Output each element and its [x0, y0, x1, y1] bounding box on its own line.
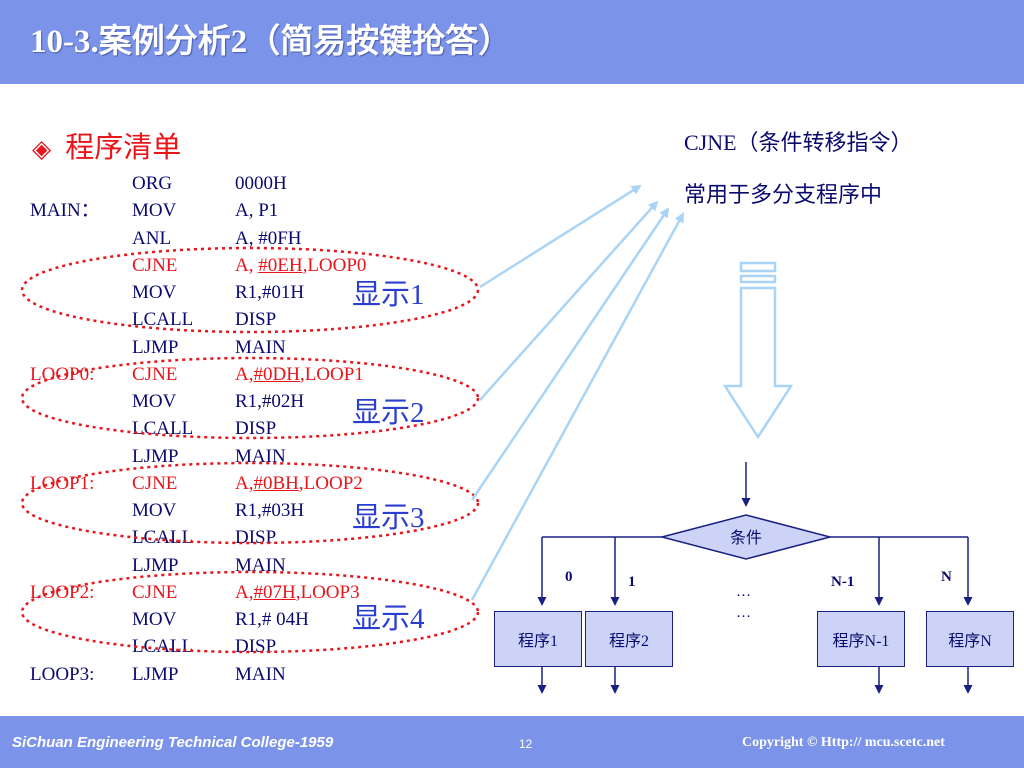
display-label-2: 显示2	[352, 397, 425, 429]
code-label: LOOP3:	[30, 663, 95, 685]
code-line: LCALL DISP	[30, 633, 470, 660]
program-box-n-1: 程序N-1	[817, 611, 905, 667]
code-line: MOV R1,#01H	[30, 279, 470, 306]
code-opcode: MOV	[132, 200, 177, 222]
flowchart	[537, 462, 973, 694]
code-listing: ORG 0000H MAIN： MOV A, P1 ANL A, #0FH CJNE A, #0…	[30, 170, 470, 688]
pointer-arrow-4	[470, 212, 685, 601]
highlight-ellipse-3	[20, 461, 480, 545]
code-opcode: MOV	[132, 282, 177, 303]
display-label-3: 显示3	[352, 502, 425, 534]
code-opcode: LJMP	[132, 663, 179, 685]
pointer-arrow-2	[479, 200, 659, 401]
code-line: LJMP MAIN	[30, 334, 470, 361]
title-bar	[0, 0, 1024, 84]
flowchart-condition-label: 条件	[729, 530, 762, 547]
code-opcode: MOV	[132, 391, 177, 412]
code-line: LCALL DISP	[30, 306, 470, 333]
code-operand: A, #0EH,LOOP0	[235, 254, 367, 276]
slide-title: 10-3.案例分析2（简易按键抢答）	[30, 24, 512, 60]
code-operand: MAIN	[235, 336, 286, 358]
code-line: ANL A, #0FH	[30, 225, 470, 252]
code-opcode: CJNE	[132, 581, 178, 603]
code-line: LOOP3: LJMP MAIN	[30, 661, 470, 688]
code-line: MOV R1,# 04H	[30, 606, 470, 633]
code-opcode: LJMP	[132, 554, 179, 576]
code-opcode: LCALL	[132, 309, 194, 331]
branch-label-n-1: N-1	[831, 574, 855, 590]
highlight-ellipse-2	[20, 356, 480, 440]
code-operand: DISP	[235, 309, 277, 331]
code-line: LCALL DISP	[30, 415, 470, 442]
branch-label-0: 0	[565, 569, 573, 585]
code-opcode: LJMP	[132, 445, 179, 467]
code-opcode: LCALL	[132, 527, 194, 549]
code-operand: A,#0BH,LOOP2	[235, 472, 363, 494]
code-operand: R1,#01H	[235, 282, 305, 303]
code-opcode: CJNE	[132, 363, 178, 385]
footer-college: SiChuan Engineering Technical College-19…	[12, 734, 334, 751]
section-heading-text: 程序清单	[65, 132, 182, 164]
program-box-1: 程序1	[494, 611, 582, 667]
code-operand: A, P1	[235, 200, 279, 222]
code-line: MOV R1,#02H	[30, 388, 470, 415]
code-opcode: LJMP	[132, 336, 179, 358]
code-operand: 0000H	[235, 173, 287, 194]
code-opcode: LCALL	[132, 636, 194, 658]
code-opcode: MOV	[132, 500, 177, 521]
cjne-description: 常用于多分支程序中	[684, 182, 883, 207]
page-number: 12	[519, 737, 533, 751]
cjne-title: CJNE（条件转移指令）	[684, 130, 913, 155]
code-operand: A, #0FH	[235, 227, 302, 249]
code-operand: MAIN	[235, 663, 286, 685]
code-line: LOOP1: CJNE A,#0BH,LOOP2	[30, 470, 470, 497]
code-operand: MAIN	[235, 445, 286, 467]
code-operand: R1,# 04H	[235, 609, 309, 630]
code-line: LJMP MAIN	[30, 552, 470, 579]
code-line: ORG 0000H	[30, 170, 470, 197]
code-label: LOOP1:	[30, 472, 95, 494]
code-operand: DISP	[235, 636, 277, 658]
code-operand: R1,#02H	[235, 391, 305, 412]
code-operand: A,#0DH,LOOP1	[235, 363, 364, 385]
code-line: MOV R1,#03H	[30, 497, 470, 524]
section-heading: ◈ 程序清单	[32, 124, 181, 166]
footer-copyright: Copyright © Http:// mcu.scetc.net	[742, 735, 945, 750]
code-operand: DISP	[235, 418, 277, 440]
code-label: MAIN：	[30, 200, 100, 222]
display-label-4: 显示4	[352, 603, 425, 635]
code-line: LCALL DISP	[30, 524, 470, 551]
code-opcode: ANL	[132, 227, 172, 249]
highlight-ellipse-4	[20, 570, 480, 654]
code-operand: DISP	[235, 527, 277, 549]
ellipsis-2: …	[736, 605, 751, 621]
code-opcode: LCALL	[132, 418, 194, 440]
pointer-arrow-3	[470, 207, 670, 501]
pointer-arrow-1	[479, 184, 642, 289]
code-line: LOOP2: CJNE A,#07H,LOOP3	[30, 579, 470, 606]
program-box-n: 程序N	[926, 611, 1014, 667]
ellipsis-1: …	[736, 584, 751, 600]
code-line: MAIN： MOV A, P1	[30, 197, 470, 224]
code-opcode: CJNE	[132, 472, 178, 494]
code-opcode: ORG	[132, 173, 173, 194]
branch-label-n: N	[941, 569, 952, 585]
code-line: LJMP MAIN	[30, 443, 470, 470]
program-box-2: 程序2	[585, 611, 673, 667]
code-label: LOOP2:	[30, 581, 95, 603]
highlight-ellipse-1	[20, 246, 480, 334]
code-opcode: CJNE	[132, 254, 178, 276]
big-down-arrow-icon	[722, 261, 794, 440]
diamond-bullet-icon: ◈	[32, 136, 52, 163]
display-label-1: 显示1	[352, 279, 425, 311]
branch-label-1: 1	[628, 574, 636, 590]
code-operand: MAIN	[235, 554, 286, 576]
code-operand: A,#07H,LOOP3	[235, 581, 360, 603]
code-operand: R1,#03H	[235, 500, 305, 521]
footer-bar	[0, 716, 1024, 768]
code-opcode: MOV	[132, 609, 177, 630]
code-line: CJNE A, #0EH,LOOP0	[30, 252, 470, 279]
